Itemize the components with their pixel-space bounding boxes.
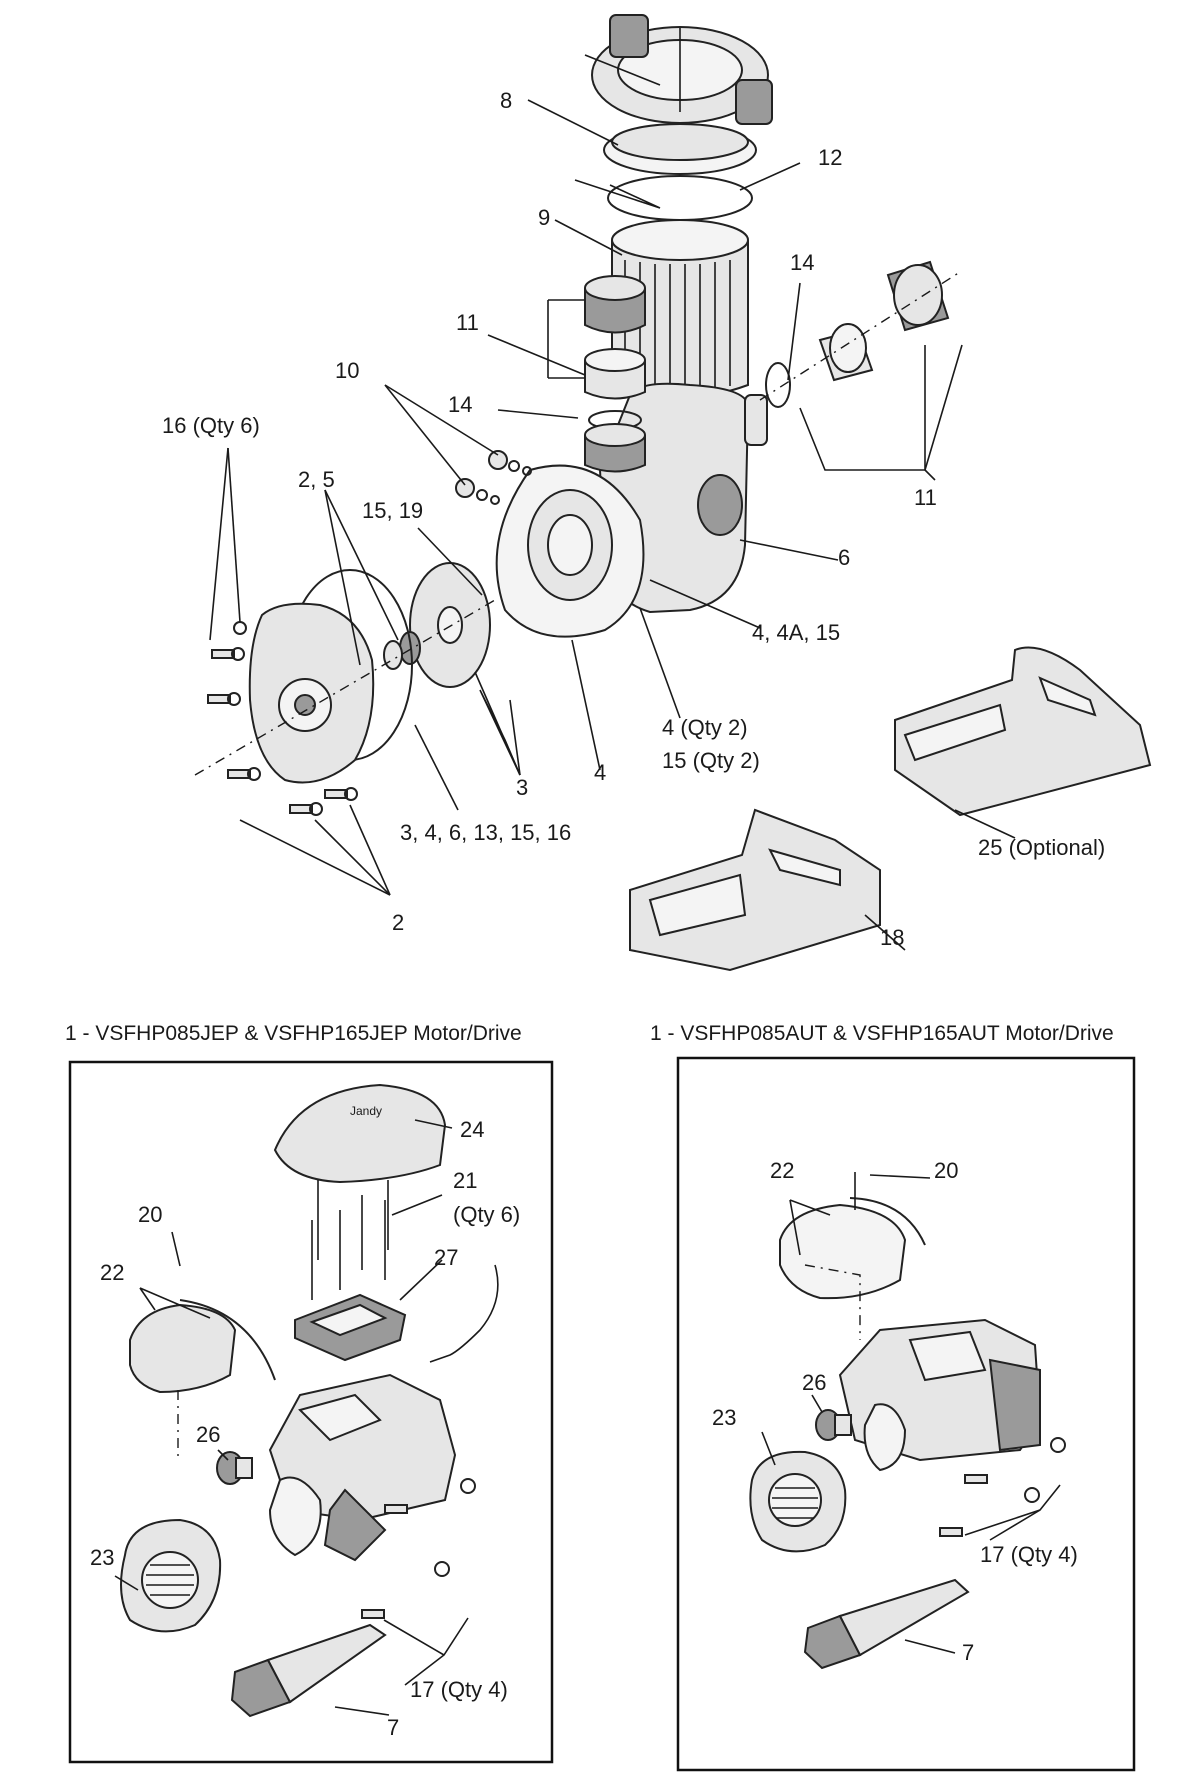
pump-assembly [194,14,1152,972]
left-callout-23: 23 [90,1545,114,1570]
left-callout-26: 26 [196,1422,220,1447]
left-callout-24: 24 [460,1117,484,1142]
o-ring-side [765,362,791,408]
drive-cable [429,1264,499,1363]
logo-jandy-left: Jandy [350,1104,382,1118]
callout-18: 18 [880,925,904,950]
left-callout-21-qty: (Qty 6) [453,1202,520,1227]
right-panel-title: 1 - VSFHP085AUT & VSFHP165AUT Motor/Driv… [650,1022,1114,1045]
cover-screws [311,1180,389,1300]
callout-8: 8 [500,88,512,113]
right-fan-cover [749,1450,847,1553]
drain-plugs [455,450,532,505]
right-wiring-cover [779,1197,926,1300]
right-motor-foot [803,1578,970,1670]
right-motor-bolts [939,1437,1066,1537]
left-leader-lines [114,1119,469,1716]
left-callout-20: 20 [138,1202,162,1227]
left-panel-frame [68,1060,554,1764]
right-callout-26: 26 [802,1370,826,1395]
wiring-cover [129,1299,276,1394]
left-callout-22: 22 [100,1260,124,1285]
right-callout-17: 17 (Qty 4) [980,1542,1078,1567]
cord-grip [216,1451,253,1485]
right-callout-22: 22 [770,1158,794,1183]
top-leader-lines [209,54,1016,951]
left-callout-27: 27 [434,1245,458,1270]
discharge-port [584,423,646,473]
callout-16: 16 (Qty 6) [162,413,260,438]
left-motor-panel: 1 - VSFHP085JEP & VSFHP165JEP Motor/Driv… [65,1022,554,1764]
impeller [409,562,491,688]
callout-10: 10 [335,358,359,383]
callout-12: 12 [818,145,842,170]
drive-top-cover: Jandy [273,1083,447,1184]
side-axis-line [759,271,961,401]
callout-3-4-6-13-15-16: 3, 4, 6, 13, 15, 16 [400,820,571,845]
adapter-bolts [207,621,358,816]
union-tailpiece-top [584,348,646,400]
left-callout-21: 21 [453,1168,477,1193]
right-cord-grip [815,1409,852,1441]
union-nut-side [886,260,950,332]
right-dash-line [804,1264,861,1340]
callout-2-5: 2, 5 [298,467,335,492]
callout-11-b: 11 [914,485,937,510]
callout-11-a: 11 [456,310,479,335]
callout-14-b: 14 [448,392,472,417]
callout-25-optional: 25 (Optional) [978,835,1105,860]
motor-adapter [248,602,375,784]
callout-4: 4 [594,760,606,785]
callout-15-19: 15, 19 [362,498,423,523]
shaft-axis-line [194,599,496,776]
callout-3: 3 [516,775,528,800]
motor-foot [230,1623,387,1718]
left-callout-17: 17 (Qty 4) [410,1677,508,1702]
right-callout-23: 23 [712,1405,736,1430]
callout-6: 6 [838,545,850,570]
right-callout-20: 20 [934,1158,958,1183]
right-panel-frame [676,1056,1136,1772]
callout-2: 2 [392,910,404,935]
right-motor-panel: 1 - VSFHP085AUT & VSFHP165AUT Motor/Driv… [650,1022,1136,1772]
pump-base-optional [894,646,1152,817]
top-labels: 8 12 9 14 11 10 14 16 (Qty 6) 2, 5 15, 1… [162,88,1105,950]
left-callout-7: 7 [387,1715,399,1740]
union-nut-top [584,275,646,334]
volute-seal-plate [495,464,645,638]
pump-lid [603,123,757,175]
callout-4-qty2: 4 (Qty 2) [662,715,748,740]
right-motor-body [838,1318,1042,1472]
union-tailpiece-side [818,323,874,382]
motor-drive-body [268,1373,457,1562]
control-plate [294,1293,407,1362]
right-callout-7: 7 [962,1640,974,1665]
pump-base [629,808,881,972]
left-panel-title: 1 - VSFHP085JEP & VSFHP165JEP Motor/Driv… [65,1022,522,1045]
callout-15-qty2: 15 (Qty 2) [662,748,760,773]
motor-bolts [361,1478,476,1619]
right-leader-lines [761,1174,1061,1654]
lid-lock-ring [591,14,773,125]
callout-9: 9 [538,205,550,230]
callout-14-a: 14 [790,250,814,275]
callout-4-4a-15: 4, 4A, 15 [752,620,840,645]
fan-cover [120,1518,222,1633]
